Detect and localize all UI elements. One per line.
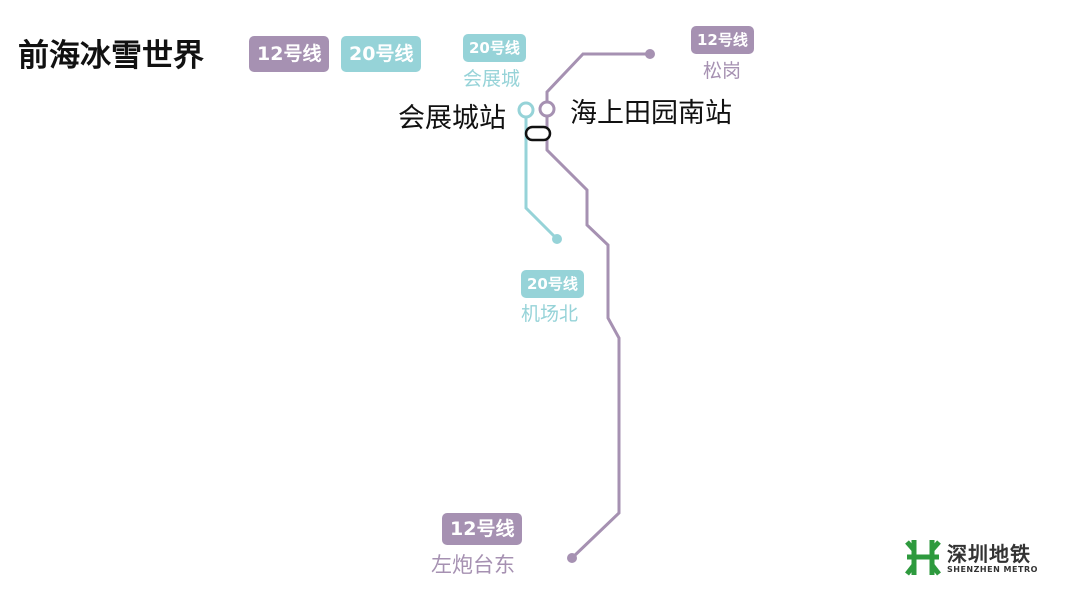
terminal-dot-songgang [645, 49, 655, 59]
terminal-name: 机场北 [521, 303, 579, 325]
station-haishangtianyuannan-icon [538, 100, 556, 118]
terminal-name: 左炮台东 [431, 553, 515, 577]
line-12-path-south [545, 117, 621, 560]
terminal-name: 松岗 [703, 60, 742, 82]
terminal-line-badge: 12号线 [691, 26, 754, 54]
interchange-icon [524, 125, 552, 142]
terminal-line-badge: 12号线 [442, 513, 523, 545]
line-12-path [545, 52, 650, 101]
logo-text-cn: 深圳地铁 [947, 542, 1031, 566]
line-20-path [524, 118, 559, 241]
terminal-dot-jichangbei [552, 234, 562, 244]
legend-line-20: 20号线 [341, 36, 422, 72]
terminal-dot-zuopaotaidong [567, 553, 577, 563]
terminal-name: 会展城 [463, 68, 521, 90]
station-haishangtianyuannan-label: 海上田园南站 [570, 98, 732, 129]
legend-line-12: 12号线 [249, 36, 330, 72]
logo-text-en: SHENZHEN METRO [947, 565, 1038, 574]
station-huizhancheng-icon [517, 101, 535, 119]
station-huizhancheng-label: 会展城站 [398, 103, 506, 134]
terminal-line-badge: 20号线 [463, 34, 526, 62]
page-title: 前海冰雪世界 [18, 38, 204, 74]
terminal-line-badge: 20号线 [521, 270, 584, 298]
